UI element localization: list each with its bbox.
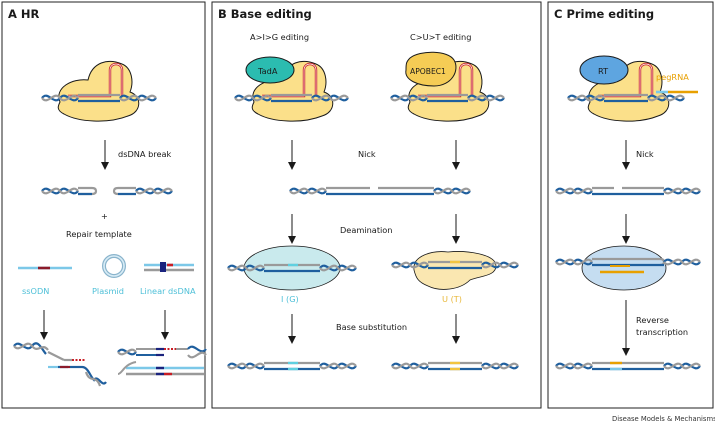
template-label-ssodn: ssODN <box>22 286 49 296</box>
panel-b-left-complex <box>233 56 350 123</box>
panel-b-left-result <box>226 361 358 371</box>
apobec1-label: APOBEC1 <box>410 67 446 76</box>
panel-b-title: B Base editing <box>218 7 312 21</box>
tada-label: TadA <box>257 66 278 76</box>
panel-a-plus: + <box>101 211 108 221</box>
dsdna-repair-result <box>117 345 207 376</box>
panel-b-right-header: C>U>T editing <box>410 32 471 42</box>
panel-c-step2-line1: Reverse <box>636 315 669 325</box>
panel-b-step2: Deamination <box>340 225 393 235</box>
journal-footer: Disease Models & Mechanisms <box>612 415 715 423</box>
panel-b-right-result <box>390 361 520 371</box>
panel-b-step3: Base substitution <box>336 322 407 332</box>
pegrna-label: pegRNA <box>656 72 689 82</box>
linear-dsdna-template <box>144 262 194 272</box>
panel-c-step1: Nick <box>636 149 654 159</box>
panel-c-nicked-dna <box>554 186 702 196</box>
ssodn-repair-result <box>13 342 107 387</box>
panel-b-frame <box>211 1 542 409</box>
panel-a-cas9-complex <box>40 60 158 123</box>
panel-c-complex <box>566 55 698 123</box>
template-label-linear-dsdna: Linear dsDNA <box>140 286 196 296</box>
panel-b-left-product: I (G) <box>281 294 299 304</box>
panel-c-step2-line2: transcription <box>636 327 688 337</box>
rt-enzyme <box>579 55 629 85</box>
panel-a-frame <box>1 1 206 409</box>
panel-b-right-deamination <box>390 251 520 290</box>
plasmid-template <box>102 254 126 278</box>
template-label-plasmid: Plasmid <box>92 286 124 296</box>
tada-enzyme <box>245 56 295 84</box>
panel-b-right-complex <box>389 51 506 123</box>
panel-b-right-product: U (T) <box>442 294 462 304</box>
panel-c-frame <box>547 1 714 409</box>
panel-a-step1: dsDNA break <box>118 149 172 159</box>
panel-c-rt-complex <box>554 245 702 291</box>
rt-label: RT <box>598 66 609 76</box>
panel-c-result <box>554 361 702 371</box>
panel-a-title: A HR <box>8 7 40 21</box>
panel-b-left-header: A>I>G editing <box>250 32 309 42</box>
panel-a-broken-dna <box>40 186 174 196</box>
panel-b-nicked-dna <box>290 188 470 194</box>
panel-a-step2: Repair template <box>66 229 132 239</box>
panel-b-step1: Nick <box>358 149 376 159</box>
panel-b-left-deamination <box>226 245 358 291</box>
apobec1-enzyme <box>405 51 457 87</box>
panel-c-title: C Prime editing <box>554 7 654 21</box>
